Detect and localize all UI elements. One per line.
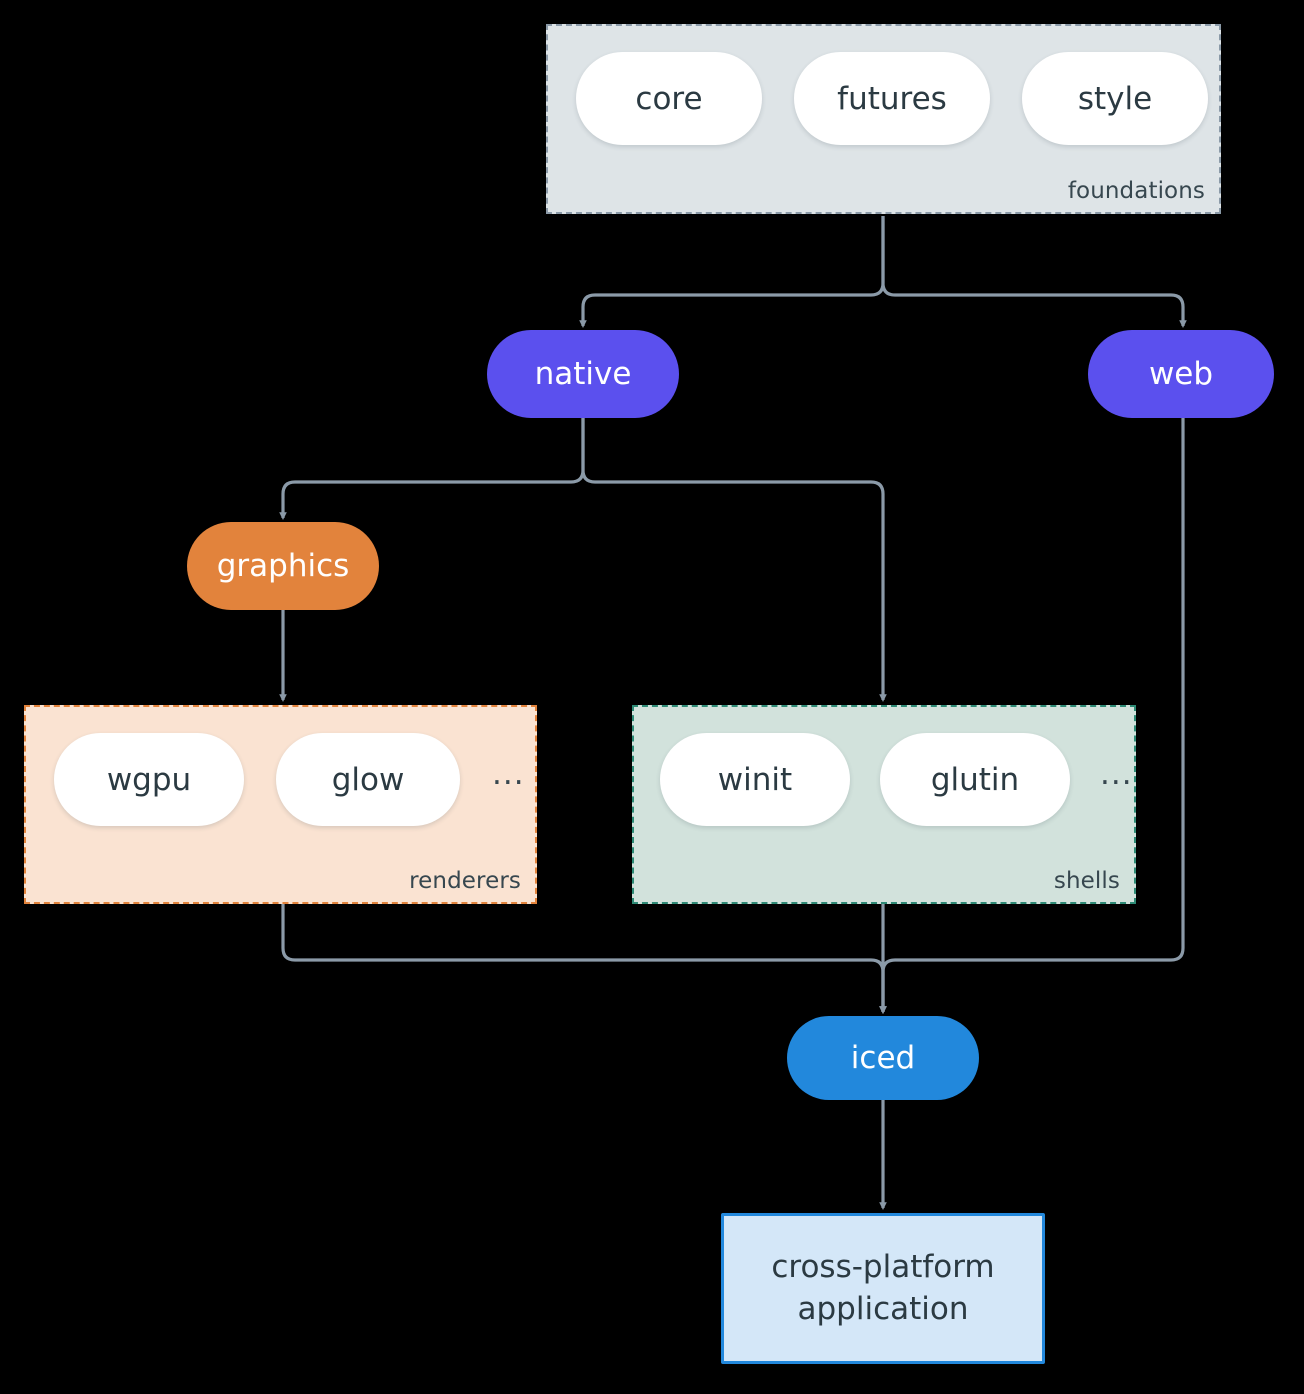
pill-glutin-label: glutin [930, 761, 1020, 798]
group-shells-label: shells [1053, 868, 1120, 894]
pill-glutin[interactable]: glutin [880, 733, 1070, 826]
pill-core[interactable]: core [576, 52, 762, 145]
pill-glow[interactable]: glow [276, 733, 460, 826]
edge-renderers-iced [281, 904, 887, 1015]
node-application-line1: cross-platform [771, 1248, 995, 1285]
edge-native-shells [581, 418, 887, 703]
pill-futures[interactable]: futures [794, 52, 990, 145]
pill-winit[interactable]: winit [660, 733, 850, 826]
node-application-line2: application [797, 1290, 969, 1327]
group-renderers-label: renderers [409, 868, 521, 894]
group-shells: winit glutin ... shells [632, 705, 1136, 904]
node-graphics[interactable]: graphics [187, 522, 379, 610]
group-foundations-label: foundations [1067, 178, 1205, 204]
node-web-label: web [1148, 356, 1214, 392]
pill-wgpu-label: wgpu [106, 761, 192, 798]
node-application[interactable]: cross-platform application [721, 1213, 1045, 1364]
edge-native-graphics [279, 418, 585, 521]
node-graphics-label: graphics [216, 548, 350, 584]
renderers-items: wgpu glow ... [54, 733, 525, 826]
group-renderers: wgpu glow ... renderers [24, 705, 537, 904]
node-native[interactable]: native [487, 330, 679, 418]
pill-winit-label: winit [717, 761, 793, 798]
pill-wgpu[interactable]: wgpu [54, 733, 244, 826]
edge-foundations-native [579, 216, 885, 329]
group-foundations: core futures style foundations [546, 24, 1221, 214]
pill-style-label: style [1077, 80, 1153, 117]
shells-ellipsis: ... [1100, 756, 1133, 792]
pill-futures-label: futures [837, 80, 947, 117]
node-iced-label: iced [850, 1040, 916, 1076]
node-native-label: native [534, 356, 632, 392]
pill-core-label: core [635, 80, 703, 117]
node-web[interactable]: web [1088, 330, 1274, 418]
pill-style[interactable]: style [1022, 52, 1208, 145]
node-iced[interactable]: iced [787, 1016, 979, 1100]
renderers-ellipsis: ... [492, 756, 525, 792]
shells-items: winit glutin ... [660, 733, 1133, 826]
pill-glow-label: glow [331, 761, 405, 798]
edge-foundations-web [881, 216, 1187, 329]
foundations-items: core futures style [576, 52, 1208, 145]
